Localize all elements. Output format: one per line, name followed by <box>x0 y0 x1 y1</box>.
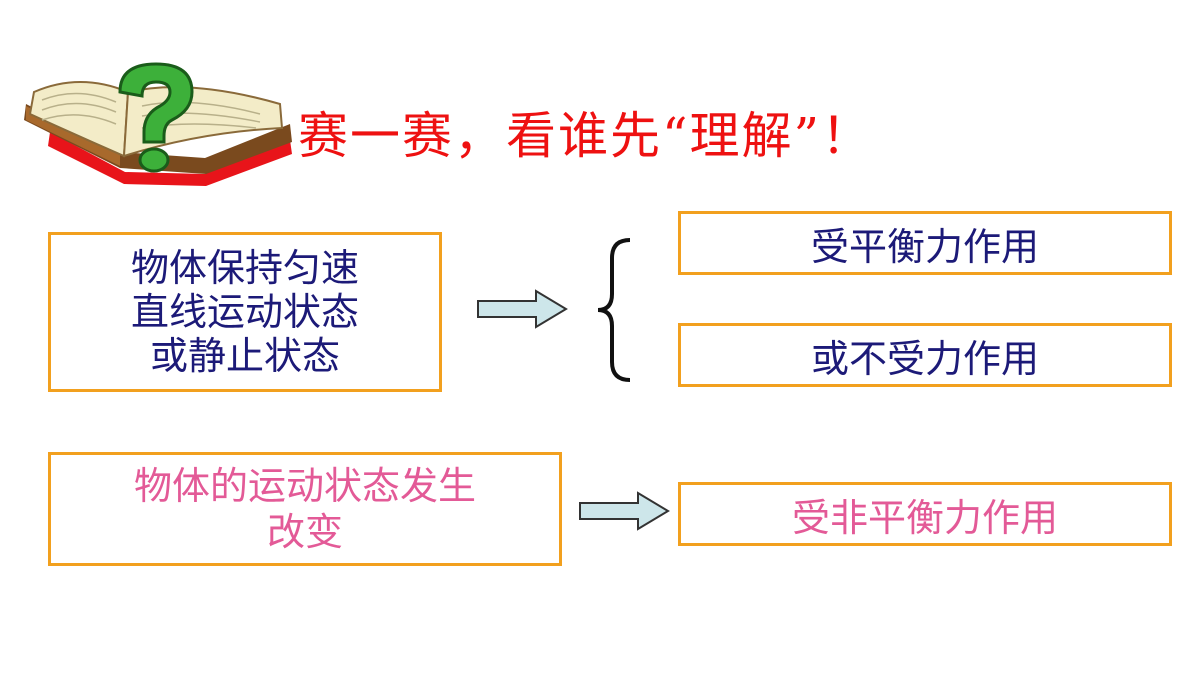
state-change-box: 物体的运动状态发生 改变 <box>48 452 562 566</box>
balanced-force-label: 受平衡力作用 <box>810 224 1039 269</box>
state-change-line-1: 物体的运动状态发生 <box>133 464 476 508</box>
unbalanced-force-box: 受非平衡力作用 <box>678 482 1172 546</box>
no-force-box: 或不受力作用 <box>678 323 1172 387</box>
balanced-force-box: 受平衡力作用 <box>678 211 1172 275</box>
arrow-right-icon <box>477 289 568 329</box>
motion-state-line-1: 物体保持匀速 <box>130 246 359 290</box>
unbalanced-force-label: 受非平衡力作用 <box>791 495 1058 540</box>
slide-title: 赛一赛，看谁先“理解”！ <box>298 107 874 165</box>
book-question-icon <box>24 62 292 186</box>
no-force-label: 或不受力作用 <box>810 336 1039 381</box>
curly-brace-icon <box>597 238 631 382</box>
motion-state-line-2: 直线运动状态 <box>130 290 359 334</box>
state-change-line-2: 改变 <box>266 510 343 554</box>
motion-state-line-3: 或静止状态 <box>149 334 340 378</box>
motion-state-box: 物体保持匀速 直线运动状态 或静止状态 <box>48 232 442 392</box>
arrow-right-icon <box>579 491 670 531</box>
